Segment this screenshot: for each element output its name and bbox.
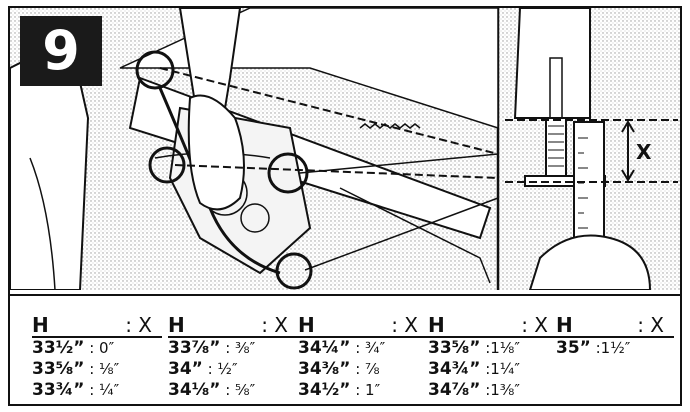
height-offset-table: H : X 33½” : 0″ 33⅝” : ⅛″ 33¾” : ¼″ H : X …: [10, 294, 680, 404]
arm: [178, 8, 242, 110]
table-row: 34⅜” : ⅞: [298, 359, 380, 379]
table-row: 35” :1½″: [556, 338, 631, 358]
table-row: 33⅝” : ⅛″: [32, 359, 120, 379]
measurement-label-x: X: [636, 140, 652, 164]
table-row: 33⅞” : ⅜″: [168, 338, 256, 358]
screw-callout-left: [148, 146, 186, 184]
screw-callout-bottom: [275, 252, 313, 290]
table-row: 34⅞” :1⅜″: [428, 380, 520, 400]
table-row: 34” : ½″: [168, 359, 238, 379]
table-column: H : X 34¼” : ¾″ 34⅜” : ⅞ 34½” : 1″: [298, 314, 428, 401]
height-line-top: [159, 67, 499, 155]
column-header-h: H: [298, 313, 315, 337]
assembly-illustration: [10, 8, 680, 290]
table-column: H : X 33½” : 0″ 33⅝” : ⅛″ 33¾” : ¼″: [32, 314, 162, 401]
column-header-h: H: [32, 313, 49, 337]
column-header-h: H: [428, 313, 445, 337]
column-header-x: : X: [125, 313, 152, 337]
table-column: H : X 35” :1½″: [556, 314, 674, 359]
table-row: 34½” : 1″: [298, 380, 381, 400]
height-line-bottom: [299, 153, 499, 174]
table-row: 34¼” : ¾″: [298, 338, 386, 358]
table-row: 34¾” :1¼″: [428, 359, 520, 379]
screw-callout-top: [135, 50, 175, 90]
column-header-h: H: [168, 313, 185, 337]
column-header-x: : X: [391, 313, 418, 337]
inset-hand: [528, 234, 652, 290]
height-line-center: [174, 164, 499, 179]
table-row: 34⅛” : ⅝″: [168, 380, 256, 400]
table-column: H : X 33⅞” : ⅜″ 34” : ½″ 34⅛” : ⅝″: [168, 314, 298, 401]
column-header-x: : X: [521, 313, 548, 337]
instruction-panel: 9 X H : X 33½” : 0″ 33⅝” : ⅛″ 33¾” : ¼″ H…: [8, 6, 682, 406]
column-header-x: : X: [637, 313, 664, 337]
table-row: 33⅝” :1⅛″: [428, 338, 520, 358]
step-number-badge: 9: [20, 16, 102, 86]
inset-bolt: [549, 57, 563, 119]
table-column: H : X 33⅝” :1⅛″ 34¾” :1¼″ 34⅞” :1⅜″: [428, 314, 558, 401]
table-row: 33¾” : ¼″: [32, 380, 120, 400]
column-header-h: H: [556, 313, 573, 337]
spring: [359, 123, 421, 129]
hand: [187, 94, 245, 211]
table-row: 33½” : 0″: [32, 338, 115, 358]
column-header-x: : X: [261, 313, 288, 337]
